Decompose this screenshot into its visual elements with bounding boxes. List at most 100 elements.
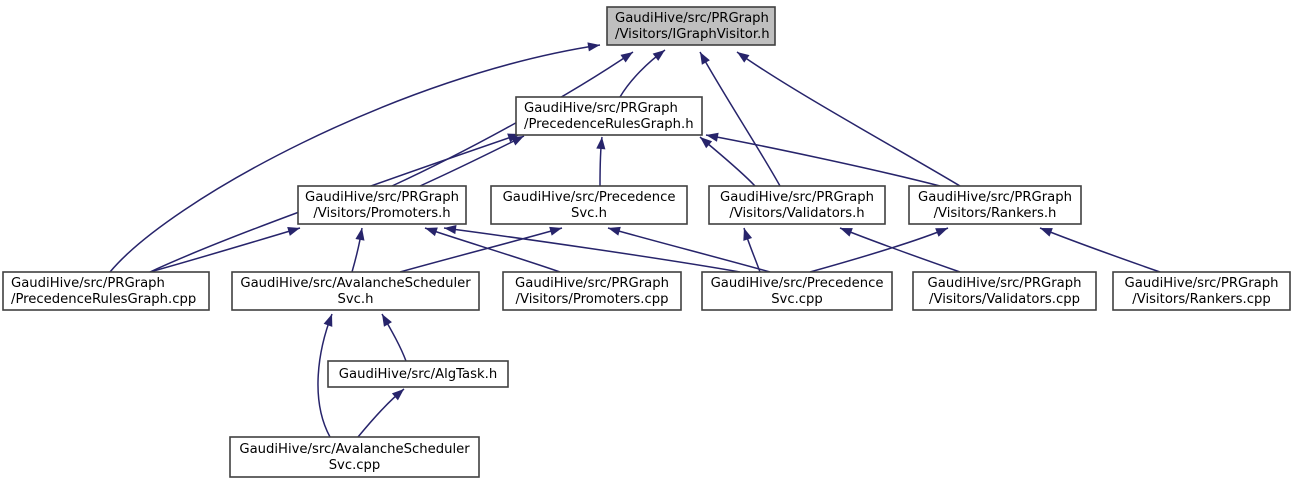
- igraphvisitor-node-box[interactable]: [606, 6, 776, 46]
- dependency-edge: [839, 227, 961, 273]
- rankers-cpp-node-label-line: GaudiHive/src/PRGraph: [1125, 276, 1279, 291]
- precedencerulesgraph-h-node-box[interactable]: [515, 96, 703, 136]
- promoters-cpp-node-label-line: GaudiHive/src/PRGraph: [515, 276, 669, 291]
- igraphvisitor-node[interactable]: GaudiHive/src/PRGraph/Visitors/IGraphVis…: [606, 6, 776, 46]
- algtask-h-node-label-line: GaudiHive/src/AlgTask.h: [339, 367, 497, 382]
- precedencerulesgraph-cpp-node-label-line: GaudiHive/src/PRGraph: [11, 276, 165, 291]
- validators-cpp-node-label-line: GaudiHive/src/PRGraph: [928, 276, 1082, 291]
- validators-h-node-label-line: /Visitors/Validators.h: [729, 206, 864, 221]
- edge-layer: [109, 42, 1161, 438]
- arrow-head-icon: [1040, 228, 1053, 237]
- dependency-edge: [607, 226, 771, 273]
- precedencerulesgraph-h-node-label-line: GaudiHive/src/PRGraph: [524, 101, 678, 116]
- precedencerulesgraph-cpp-node-label-line: /PrecedenceRulesGraph.cpp: [11, 292, 196, 307]
- rankers-cpp-node-box[interactable]: [1112, 271, 1291, 311]
- avalanchescheduler-h-node-label-line: Svc.h: [338, 292, 374, 307]
- precedencesvc-h-node-box[interactable]: [490, 185, 688, 225]
- dependency-edge: [149, 227, 301, 273]
- dependency-edge: [351, 227, 365, 273]
- promoters-h-node-label-line: /Visitors/Promoters.h: [313, 206, 450, 221]
- avalanchescheduler-cpp-node-box[interactable]: [229, 436, 480, 478]
- rankers-h-node[interactable]: GaudiHive/src/PRGraph/Visitors/Rankers.h: [908, 185, 1082, 225]
- promoters-cpp-node-box[interactable]: [502, 271, 682, 311]
- dependency-edge: [381, 313, 407, 362]
- arrow-head-icon: [287, 227, 300, 236]
- dependency-edge: [736, 51, 961, 187]
- dependency-edge: [699, 136, 756, 187]
- algtask-h-node[interactable]: GaudiHive/src/AlgTask.h: [327, 360, 509, 388]
- arrow-head-icon: [737, 52, 750, 63]
- promoters-h-node-box[interactable]: [297, 185, 467, 225]
- arrow-head-icon: [706, 132, 719, 142]
- validators-cpp-node-box[interactable]: [912, 271, 1097, 311]
- avalanchescheduler-cpp-node-label-line: GaudiHive/src/AvalancheScheduler: [239, 442, 470, 457]
- dependency-edge: [424, 227, 561, 273]
- validators-h-node[interactable]: GaudiHive/src/PRGraph/Visitors/Validator…: [708, 185, 886, 225]
- dependency-edge: [443, 225, 741, 273]
- rankers-h-node-label-line: GaudiHive/src/PRGraph: [918, 190, 1072, 205]
- arrow-head-icon: [935, 228, 948, 237]
- validators-cpp-node[interactable]: GaudiHive/src/PRGraph/Visitors/Validator…: [912, 271, 1097, 311]
- precedencesvc-cpp-node-box[interactable]: [701, 271, 893, 311]
- arrow-head-icon: [444, 225, 457, 235]
- igraphvisitor-node-label-line: GaudiHive/src/PRGraph: [615, 11, 769, 26]
- dependency-edge: [705, 132, 941, 187]
- dependency-edge: [399, 226, 563, 273]
- avalanchescheduler-h-node-label-line: GaudiHive/src/AvalancheScheduler: [240, 276, 471, 291]
- precedencesvc-h-node-label-line: Svc.h: [571, 206, 607, 221]
- precedencerulesgraph-cpp-node[interactable]: GaudiHive/src/PRGraph/PrecedenceRulesGra…: [2, 271, 210, 311]
- dependency-edge: [596, 136, 606, 187]
- arrow-head-icon: [596, 137, 606, 150]
- promoters-cpp-node-label-line: /Visitors/Promoters.cpp: [516, 292, 669, 307]
- dependency-edge: [743, 227, 761, 273]
- precedencerulesgraph-h-node[interactable]: GaudiHive/src/PRGraph/PrecedenceRulesGra…: [515, 96, 703, 136]
- dependency-edge: [419, 135, 525, 187]
- arrow-head-icon: [840, 228, 853, 237]
- arrow-head-icon: [743, 228, 753, 241]
- rankers-cpp-node-label-line: /Visitors/Rankers.cpp: [1132, 292, 1270, 307]
- promoters-h-node[interactable]: GaudiHive/src/PRGraph/Visitors/Promoters…: [297, 185, 467, 225]
- promoters-h-node-label-line: GaudiHive/src/PRGraph: [305, 190, 459, 205]
- dependency-edge: [1039, 227, 1161, 273]
- rankers-h-node-label-line: /Visitors/Rankers.h: [934, 206, 1057, 221]
- arrow-head-icon: [608, 226, 621, 236]
- arrow-head-icon: [425, 227, 438, 237]
- arrow-head-icon: [549, 226, 562, 236]
- validators-h-node-box[interactable]: [708, 185, 886, 225]
- dependency-edge: [619, 49, 666, 98]
- dependency-edge: [809, 227, 949, 273]
- arrow-head-icon: [700, 52, 710, 65]
- dependency-edge: [699, 51, 781, 187]
- precedencesvc-h-node-label-line: GaudiHive/src/Precedence: [503, 190, 676, 205]
- dependency-edge: [317, 313, 333, 438]
- precedencerulesgraph-cpp-node-box[interactable]: [2, 271, 210, 311]
- dependency-edge: [357, 388, 405, 438]
- arrow-head-icon: [652, 50, 665, 61]
- arrow-head-icon: [382, 314, 392, 327]
- arrow-head-icon: [587, 42, 600, 52]
- rankers-cpp-node[interactable]: GaudiHive/src/PRGraph/Visitors/Rankers.c…: [1112, 271, 1291, 311]
- precedencerulesgraph-h-node-label-line: /PrecedenceRulesGraph.h: [524, 117, 694, 132]
- arrow-head-icon: [323, 314, 333, 327]
- arrow-head-icon: [620, 52, 633, 63]
- arrow-head-icon: [391, 389, 404, 401]
- arrow-head-icon: [700, 137, 713, 149]
- node-layer: GaudiHive/src/PRGraph/Visitors/IGraphVis…: [2, 6, 1291, 478]
- dependency-edge: [109, 42, 601, 273]
- avalanchescheduler-h-node-box[interactable]: [231, 271, 480, 311]
- rankers-h-node-box[interactable]: [908, 185, 1082, 225]
- algtask-h-node-box[interactable]: [327, 360, 509, 388]
- precedencesvc-cpp-node-label-line: Svc.cpp: [771, 292, 823, 307]
- arrow-head-icon: [355, 228, 365, 241]
- precedencesvc-cpp-node-label-line: GaudiHive/src/Precedence: [711, 276, 884, 291]
- promoters-cpp-node[interactable]: GaudiHive/src/PRGraph/Visitors/Promoters…: [502, 271, 682, 311]
- igraphvisitor-node-label-line: /Visitors/IGraphVisitor.h: [615, 27, 770, 42]
- validators-h-node-label-line: GaudiHive/src/PRGraph: [720, 190, 874, 205]
- avalanchescheduler-cpp-node-label-line: Svc.cpp: [329, 458, 381, 473]
